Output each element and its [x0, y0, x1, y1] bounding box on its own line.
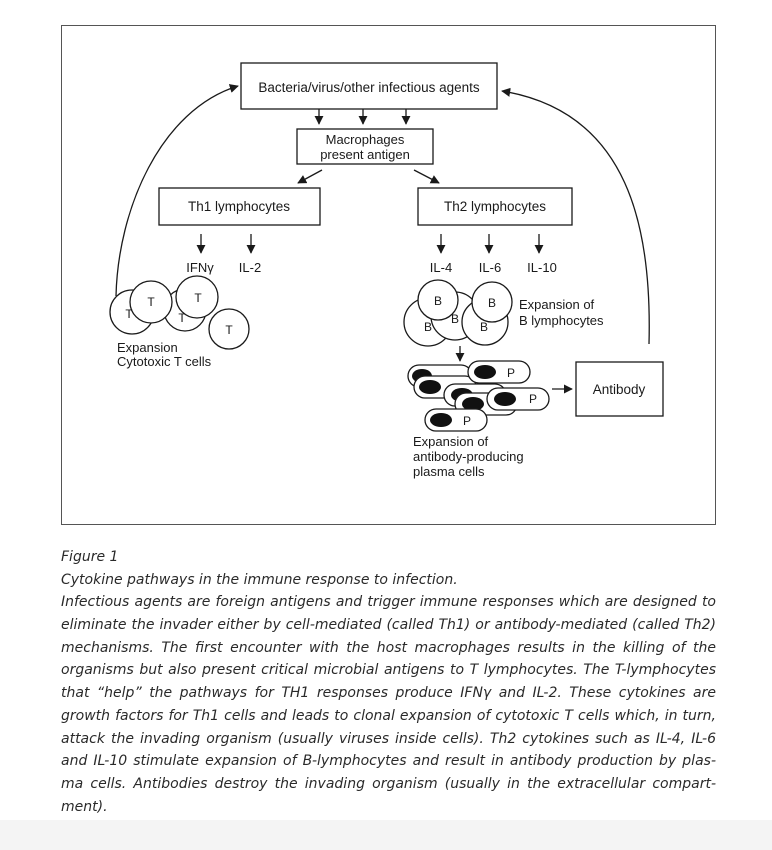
t-cell-cluster: [109, 275, 250, 350]
figure-caption-body: Infectious agents are foreign antigens a…: [61, 591, 716, 818]
macrophages-label-line2: present antigen: [320, 147, 410, 162]
b-cell-letter: B: [434, 294, 442, 308]
figure-caption: Figure 1 Cytokine pathways in the immune…: [61, 546, 716, 818]
macrophages-label-line1: Macrophages: [326, 132, 405, 147]
antibody-label: Antibody: [593, 382, 646, 397]
b-cell: [471, 281, 513, 323]
t-cell: [175, 275, 219, 319]
il6-label: IL-6: [479, 260, 501, 275]
caption-line: that “help” the pathways for TH1 respons…: [61, 685, 716, 702]
th2-box: Th2 lymphocytes: [417, 187, 573, 226]
t-cell-letter: T: [194, 291, 202, 305]
t-cell-letters: T T T T T: [125, 291, 233, 337]
t-cell-letter: T: [178, 311, 186, 325]
t-cell: [129, 280, 173, 324]
caption-line: ma cells. Antibodies destroy the invadin…: [61, 775, 716, 792]
figure-label: Figure 1: [61, 549, 119, 565]
antibody-box: Antibody: [575, 361, 664, 417]
t-expansion-label-line2: Cytotoxic T cells: [117, 354, 212, 369]
th1-box: Th1 lymphocytes: [158, 187, 321, 226]
caption-line: eliminate the invader either by cell-med…: [61, 617, 716, 634]
t-cell-letter: T: [225, 323, 233, 337]
plasma-cell-letter: P: [507, 366, 515, 380]
il2-label: IL-2: [239, 260, 261, 275]
infectious-agents-box: Bacteria/virus/other infectious agents: [240, 62, 498, 110]
b-cell-letter: B: [480, 320, 488, 334]
caption-line: and IL-10 stimulate expansion of B-lymph…: [61, 753, 716, 770]
t-cell-feedback-arrow: [115, 84, 239, 297]
page-bottom-band: [0, 820, 772, 850]
th1-cytokine-arrows: [196, 234, 256, 254]
plasma-cell-letter: P: [463, 414, 471, 428]
b-cell-letter: B: [488, 296, 496, 310]
t-cell: [208, 308, 250, 350]
caption-line: growth factors for Th1 cells and leads t…: [61, 707, 716, 724]
b-expansion-label-line2: B lymphocytes: [519, 313, 604, 328]
plasma-cell-letter: P: [529, 392, 537, 406]
b-cell-letter: B: [451, 312, 459, 326]
plasma-cell-cluster: P P P P: [407, 360, 550, 432]
macrophages-branch-arrows: [297, 169, 440, 184]
th1-label: Th1 lymphocytes: [188, 199, 290, 214]
t-expansion-label-line1: Expansion: [117, 340, 178, 355]
plasma-cell: P: [486, 387, 550, 411]
figure-title: Cytokine pathways in the immune response…: [61, 571, 458, 588]
infectious-agents-label: Bacteria/virus/other infectious agents: [258, 80, 480, 95]
plasma-label-line3: plasma cells: [413, 464, 485, 479]
antibody-feedback-arrow: [501, 87, 650, 345]
th2-cytokine-arrows: [436, 234, 544, 254]
plasma-label-line2: antibody-producing: [413, 449, 524, 464]
b-cell-letter: B: [424, 320, 432, 334]
b-cell-letters: B B B B B: [424, 294, 496, 334]
caption-line: ment).: [61, 798, 108, 815]
b-expansion-label-line1: Expansion of: [519, 297, 595, 312]
agents-to-macrophages-arrows: [314, 109, 411, 125]
caption-line: organisms but also present critical micr…: [61, 662, 716, 679]
plasma-label-line1: Expansion of: [413, 434, 489, 449]
b-cell: [417, 279, 459, 321]
macrophages-box: Macrophages present antigen: [296, 128, 434, 165]
il4-label: IL-4: [430, 260, 452, 275]
caption-line: mechanisms. The first encounter with the…: [61, 639, 716, 656]
caption-line: Infectious agents are foreign antigens a…: [61, 594, 716, 611]
b-cell-cluster: [403, 279, 513, 347]
il10-label: IL-10: [527, 260, 557, 275]
plasma-cell: P: [424, 408, 488, 432]
th2-label: Th2 lymphocytes: [444, 199, 546, 214]
t-cell-letter: T: [125, 307, 133, 321]
figure-frame: [61, 25, 716, 525]
plasma-cell: P: [467, 360, 531, 384]
caption-line: attack the invading organism (usually vi…: [61, 730, 716, 747]
ifn-gamma-label: IFNγ: [186, 260, 214, 275]
t-cell-letter: T: [147, 295, 155, 309]
